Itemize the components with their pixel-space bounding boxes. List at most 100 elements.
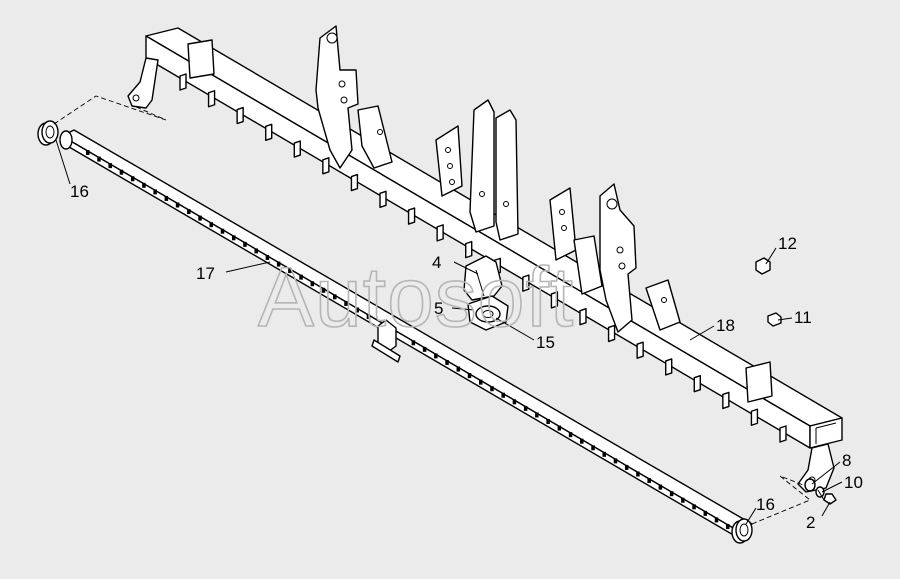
assembly-line-right — [751, 475, 811, 525]
roller-slot — [265, 254, 270, 260]
roller-slot — [456, 366, 461, 372]
roller-slot — [276, 261, 281, 267]
roller-slot — [445, 359, 449, 365]
roller-slot — [164, 195, 169, 201]
tine — [350, 173, 359, 192]
callout-2: 2 — [806, 513, 815, 532]
tine — [207, 90, 216, 108]
upright-bracket-2 — [435, 125, 463, 197]
roller-slot — [692, 504, 696, 510]
upright-bracket-5 — [599, 183, 681, 333]
roller-slot — [333, 294, 337, 300]
roller-slot — [310, 281, 315, 287]
roller-slot — [647, 478, 651, 484]
roller-slot — [681, 497, 685, 503]
tine — [293, 140, 301, 158]
roller-slot — [299, 274, 303, 280]
roller-slot — [535, 412, 539, 418]
roller-slot — [546, 419, 550, 425]
upright-bracket-3 — [469, 99, 519, 241]
callout-16-left: 16 — [70, 182, 89, 201]
tine — [465, 240, 473, 259]
roller-slot — [726, 524, 730, 529]
roller-slot — [669, 491, 674, 497]
roller-slot — [411, 340, 416, 346]
roller-slot — [366, 314, 371, 320]
roller-slot — [422, 346, 427, 352]
roller-slot — [490, 386, 494, 392]
roller-slots — [86, 150, 730, 529]
roller-slot — [243, 241, 247, 247]
watermark: Autosoft — [258, 250, 574, 344]
roller-slot — [198, 215, 202, 221]
beam-tines — [179, 73, 787, 443]
upright-bracket-4 — [549, 187, 603, 295]
roller-slot — [355, 307, 359, 313]
roller-slot — [119, 169, 124, 175]
bolt-2 — [817, 489, 837, 505]
washer-8 — [804, 478, 816, 492]
roller-slot — [187, 209, 191, 215]
assembly-line-left — [53, 95, 167, 125]
roller-slot — [557, 425, 562, 431]
roller-slot — [591, 445, 595, 451]
roller-slot — [231, 235, 236, 241]
tine — [322, 157, 330, 175]
roller-slot — [703, 510, 708, 516]
callout-5: 5 — [434, 299, 443, 318]
tine — [607, 324, 616, 343]
tine — [636, 341, 644, 359]
roller-slot — [602, 451, 606, 457]
roller-slot — [512, 399, 517, 405]
roller-slot — [209, 222, 214, 228]
tine — [265, 123, 273, 141]
roller-slot — [153, 189, 157, 195]
roller-slot — [86, 150, 90, 155]
roller-slot — [467, 373, 472, 379]
roller-slot — [580, 438, 584, 444]
nut-11 — [767, 312, 782, 327]
roller-slot — [434, 353, 438, 359]
roller-slot — [523, 405, 528, 411]
center-bearing-assembly — [463, 255, 509, 331]
roller-slot — [714, 517, 719, 523]
roller-slot — [501, 392, 505, 398]
tine — [179, 73, 187, 91]
tine — [665, 358, 673, 376]
callout-17: 17 — [196, 264, 215, 283]
upright-bracket-1 — [315, 25, 393, 169]
roller-slot — [97, 156, 101, 162]
bearing-right — [731, 518, 753, 544]
tine — [407, 207, 416, 225]
roller-slot — [288, 268, 292, 274]
callout-12: 12 — [778, 234, 797, 253]
callout-4: 4 — [432, 253, 441, 272]
roller-slot — [624, 464, 629, 470]
tine — [579, 307, 587, 326]
tine — [550, 291, 559, 309]
roller-slot — [658, 484, 663, 490]
tine — [379, 190, 387, 209]
nut-12 — [755, 257, 771, 275]
roller-slot — [344, 300, 348, 306]
roller-slot — [568, 432, 573, 438]
callout-16-right: 16 — [756, 495, 775, 514]
roller-slot — [142, 182, 146, 188]
callout-18: 18 — [716, 316, 735, 335]
callout-8: 8 — [842, 451, 851, 470]
roller-slot — [175, 202, 180, 208]
tine — [236, 106, 244, 125]
callout-11: 11 — [794, 308, 812, 327]
roller-slot — [478, 379, 483, 385]
roller-slot — [636, 471, 640, 477]
washer-10 — [815, 486, 825, 498]
tine — [722, 391, 730, 410]
tine — [750, 408, 759, 426]
roller-slot — [254, 248, 258, 254]
tine — [522, 274, 530, 292]
roller-slot — [108, 163, 112, 169]
leader-lines — [55, 139, 843, 525]
roller-slot — [613, 458, 618, 464]
tine — [779, 425, 787, 443]
